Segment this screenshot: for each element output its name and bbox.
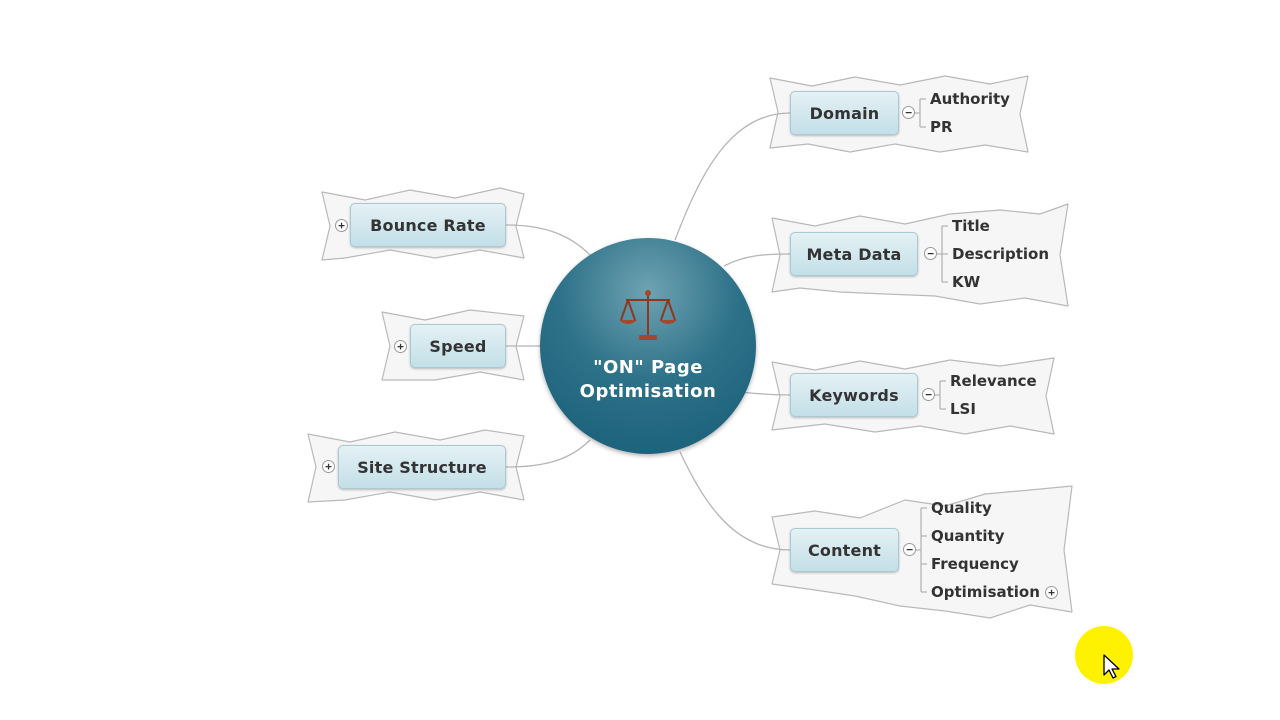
topic-bounce-rate[interactable]: Bounce Rate bbox=[350, 203, 506, 247]
mouse-pointer-icon bbox=[1103, 654, 1120, 679]
topic-speed[interactable]: Speed bbox=[410, 324, 506, 368]
subtopic-authority[interactable]: Authority bbox=[930, 90, 1010, 108]
subtopic-kw[interactable]: KW bbox=[952, 273, 981, 291]
collapse-keywords-button[interactable]: − bbox=[922, 388, 935, 401]
topic-keywords[interactable]: Keywords bbox=[790, 373, 918, 417]
bracket-meta-data bbox=[936, 225, 948, 283]
meta-data-callout bbox=[771, 203, 1069, 307]
collapse-content-button[interactable]: − bbox=[903, 543, 916, 556]
connector-meta-data bbox=[723, 253, 791, 267]
bracket-content bbox=[915, 507, 927, 593]
central-title-line1: "ON" Page bbox=[593, 357, 703, 378]
subtopic-lsi[interactable]: LSI bbox=[950, 400, 976, 418]
topic-site-structure[interactable]: Site Structure bbox=[338, 445, 506, 489]
subtopic-frequency[interactable]: Frequency bbox=[931, 555, 1019, 573]
collapse-meta-data-button[interactable]: − bbox=[924, 247, 937, 260]
expand-optimisation-button[interactable]: + bbox=[1045, 586, 1058, 599]
expand-bounce-rate-button[interactable]: + bbox=[335, 219, 348, 232]
topic-meta-data[interactable]: Meta Data bbox=[790, 232, 918, 276]
subtopic-optimisation[interactable]: Optimisation bbox=[931, 583, 1040, 601]
subtopic-title[interactable]: Title bbox=[952, 217, 990, 235]
central-topic-title: "ON" Page Optimisation bbox=[540, 356, 756, 404]
scales-of-justice-icon bbox=[619, 290, 677, 340]
subtopic-quantity[interactable]: Quantity bbox=[931, 527, 1005, 545]
connector-site-structure bbox=[505, 439, 591, 468]
bracket-keywords bbox=[934, 380, 946, 410]
connector-content bbox=[679, 451, 791, 551]
collapse-domain-button[interactable]: − bbox=[902, 106, 915, 119]
expand-site-structure-button[interactable]: + bbox=[322, 460, 335, 473]
central-title-line2: Optimisation bbox=[579, 381, 717, 402]
bracket-domain bbox=[914, 98, 926, 128]
subtopic-quality[interactable]: Quality bbox=[931, 499, 992, 517]
connector-bounce-rate bbox=[505, 224, 591, 256]
central-topic[interactable] bbox=[540, 238, 756, 454]
connector-domain bbox=[674, 112, 791, 241]
topic-content[interactable]: Content bbox=[790, 528, 899, 572]
content-callout bbox=[771, 485, 1073, 619]
subtopic-relevance[interactable]: Relevance bbox=[950, 372, 1037, 390]
subtopic-pr[interactable]: PR bbox=[930, 118, 953, 136]
subtopic-description[interactable]: Description bbox=[952, 245, 1050, 263]
expand-speed-button[interactable]: + bbox=[394, 340, 407, 353]
topic-domain[interactable]: Domain bbox=[790, 91, 899, 135]
